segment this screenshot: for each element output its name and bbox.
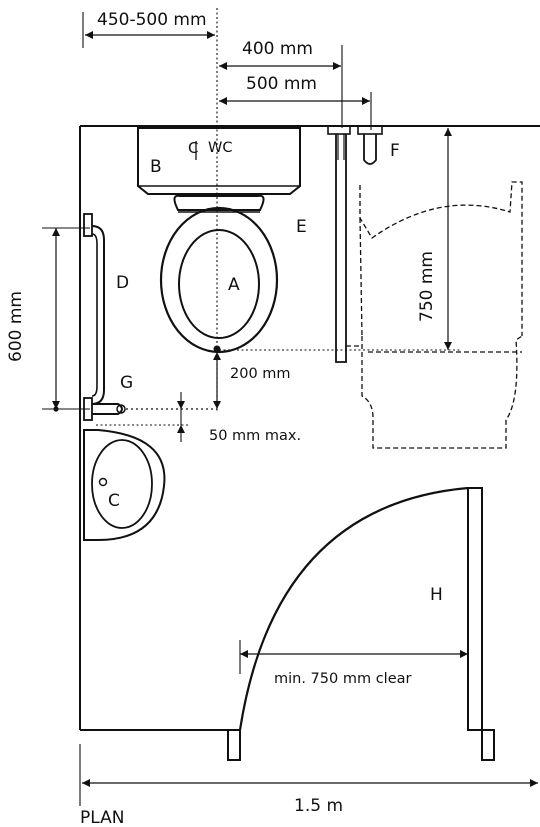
label-h: H <box>430 585 443 605</box>
rail-e-and-f <box>327 125 383 363</box>
washbasin <box>83 429 166 541</box>
dim-400-label: 400 mm <box>242 39 313 59</box>
dim-450-500-label: 450-500 mm <box>97 10 207 30</box>
label-wc: WC <box>208 140 232 156</box>
door-jamb-right <box>481 729 495 761</box>
door-leaf <box>467 487 483 731</box>
dim-600: 600 mm <box>6 227 90 412</box>
wc-seat-outer <box>159 206 279 354</box>
dim-50: 50 mm max. <box>96 392 301 444</box>
label-d: D <box>116 273 129 293</box>
label-c: C <box>108 491 120 511</box>
label-a: A <box>228 275 240 295</box>
label-e: E <box>296 217 307 237</box>
hinged-rail-g <box>92 403 217 415</box>
label-g: G <box>120 373 133 393</box>
dim-50-label: 50 mm max. <box>209 428 301 444</box>
door-swing-arc <box>238 486 469 731</box>
dim-clear: min. 750 mm clear <box>239 640 468 687</box>
dim-450-500: 450-500 mm <box>82 10 215 48</box>
cistern <box>137 127 301 195</box>
wc-bowl-inner <box>178 229 260 339</box>
dim-width: 1.5 m <box>79 744 538 816</box>
dim-600-label: 600 mm <box>6 291 26 362</box>
dim-500-label: 500 mm <box>246 74 317 94</box>
dim-750: 750 mm <box>219 128 460 351</box>
wc-front-point <box>213 345 221 353</box>
grab-rail-d <box>83 213 105 421</box>
dim-width-label: 1.5 m <box>294 796 343 816</box>
svg-text:C: C <box>188 139 198 157</box>
label-b: B <box>150 157 162 177</box>
dim-200-label: 200 mm <box>230 366 291 382</box>
door-group <box>227 486 495 761</box>
wheelchair-outline <box>346 181 523 449</box>
dim-500: 500 mm <box>219 74 372 130</box>
plan-label: PLAN <box>80 808 124 827</box>
room-outline <box>79 125 540 731</box>
dim-750-label: 750 mm <box>417 251 437 322</box>
centreline-symbol: C <box>188 139 198 160</box>
dim-400: 400 mm <box>219 39 343 128</box>
door-jamb-left <box>227 729 241 761</box>
dim-200: 200 mm <box>213 352 291 409</box>
label-f: F <box>390 141 400 161</box>
wc-pan <box>159 194 279 354</box>
dim-clear-label: min. 750 mm clear <box>274 671 412 687</box>
tap-hole <box>98 477 108 487</box>
